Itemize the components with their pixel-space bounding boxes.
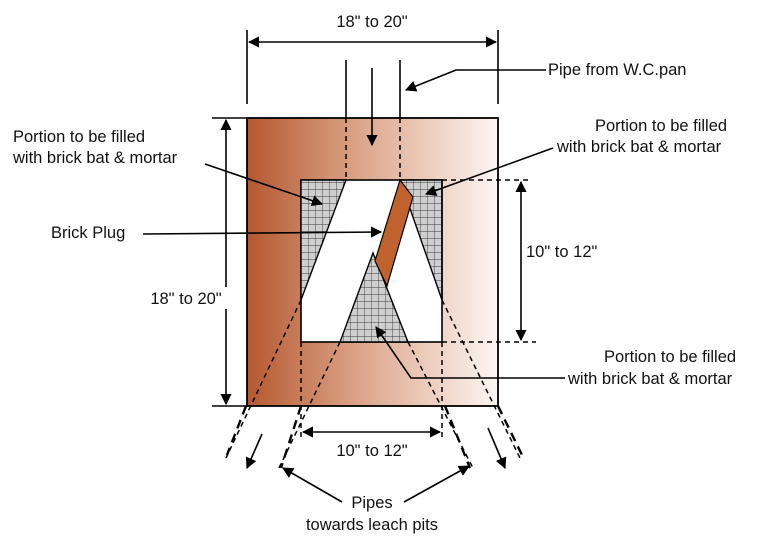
- flow-arrow-right: [487, 427, 507, 470]
- brick-plug-label: Brick Plug: [51, 224, 125, 242]
- inner-dim-label-bg: [522, 240, 614, 262]
- outlet-left-outer: [225, 299, 302, 459]
- bottom-fill-leader: [375, 326, 565, 379]
- pipe-end-left-2: [279, 405, 303, 469]
- left-fill-label-line1: Portion to be filled: [13, 128, 145, 146]
- pipe-end-right: [443, 405, 472, 469]
- bottom-fill-portion: [338, 251, 410, 343]
- pipe-end-left: [225, 405, 248, 456]
- pipes-label-line1: Pipes: [351, 494, 392, 512]
- inner-height-dim-label: 10" to 12": [526, 243, 597, 261]
- left-fill-label-line2: with brick bat & mortar: [12, 149, 178, 167]
- outer-dim-label-bg: [140, 287, 232, 309]
- pipe-from-leader: [404, 69, 546, 92]
- pipes-leader-left: [282, 467, 343, 503]
- left-fill-portion: [300, 179, 348, 301]
- right-fill-portion: [399, 179, 443, 301]
- pipes-leader-right: [403, 465, 470, 503]
- pipe-from-label: Pipe from W.C.pan: [548, 61, 686, 79]
- right-fill-label-line2: with brick bat & mortar: [556, 138, 722, 156]
- left-fill-leader: [204, 163, 324, 207]
- bottom-fill-label-line1: Portion to be filled: [604, 348, 736, 366]
- inner-width-dim-label: 10" to 12": [336, 442, 407, 460]
- flow-arrow-left: [245, 433, 263, 470]
- right-fill-leader: [424, 147, 554, 196]
- bottom-fill-label-line2: with brick bat & mortar: [567, 370, 733, 388]
- top-dim-label: 18" to 20": [336, 13, 407, 31]
- outlet-right-outer: [441, 299, 521, 459]
- outer-height-dim-label: 18" to 20": [150, 290, 221, 308]
- outlet-left-inner: [277, 341, 341, 471]
- brick-plug: [374, 178, 414, 288]
- right-fill-label-line1: Portion to be filled: [595, 117, 727, 135]
- brick-plug-leader: [142, 226, 383, 238]
- pipes-label-line2: towards leach pits: [306, 516, 438, 534]
- pipe-end-right-2: [496, 405, 524, 456]
